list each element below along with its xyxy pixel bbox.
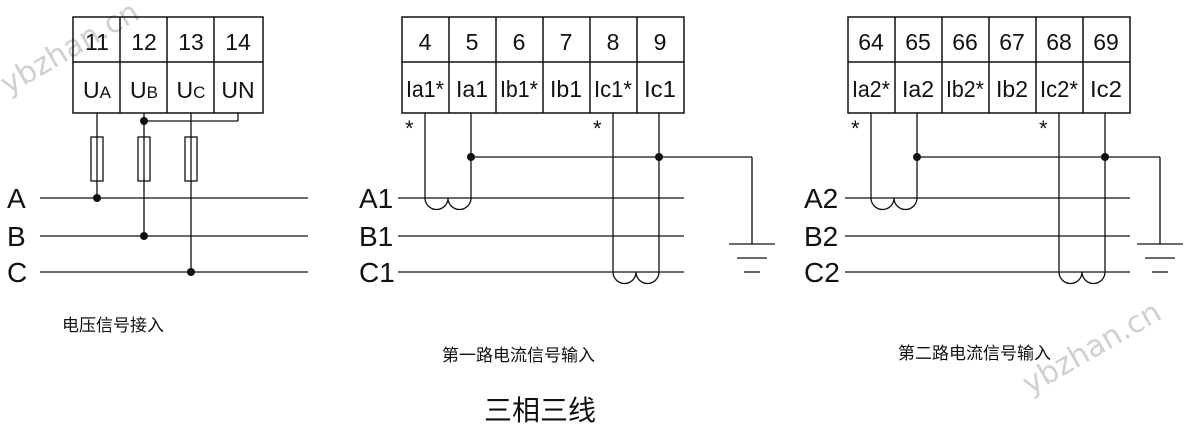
terminal-number: 69	[1093, 29, 1119, 55]
terminal-label: Ia1	[456, 76, 488, 102]
terminal-number: 64	[858, 29, 884, 55]
junction-dot	[467, 153, 475, 161]
diagram-title: 三相三线	[484, 394, 596, 427]
polarity-mark: *	[1039, 116, 1048, 141]
terminal-number: 12	[131, 29, 157, 55]
ground-icon	[1137, 243, 1183, 273]
phase-label: B1	[359, 221, 393, 252]
current-wiring-1: A1 B1 C1	[359, 113, 775, 288]
polarity-mark: *	[405, 116, 414, 141]
terminal-number: 9	[654, 29, 667, 55]
phase-label: A2	[804, 183, 838, 214]
terminal-number: 7	[560, 29, 573, 55]
terminal-label: UC	[177, 77, 206, 103]
terminal-number: 14	[225, 29, 251, 55]
voltage-wiring: A B C	[7, 113, 308, 288]
terminal-label: Ia2	[902, 76, 934, 102]
terminal-number: 13	[178, 29, 204, 55]
voltage-terminal-block: 11 12 13 14 UA UB UC UN	[72, 16, 264, 114]
terminal-label: Ic1*	[594, 76, 632, 102]
terminal-label: Ia1*	[406, 76, 444, 102]
terminal-label: UA	[83, 77, 112, 103]
terminal-number: 5	[466, 29, 479, 55]
phase-label: A	[7, 183, 26, 214]
terminal-label: Ib1	[550, 76, 582, 102]
terminal-number: 11	[85, 29, 109, 55]
polarity-mark: *	[593, 116, 602, 141]
terminal-number: 8	[607, 29, 620, 55]
junction-dot	[93, 194, 101, 202]
current-1-caption: 第一路电流信号输入	[442, 346, 595, 366]
terminal-number: 6	[513, 29, 526, 55]
current-terminal-block-1: 4 5 6 7 8 9 Ia1* Ia1 Ib1* Ib1 Ic1* Ic1	[401, 16, 685, 114]
current-transformer-icon	[870, 113, 918, 211]
junction-dot	[140, 232, 148, 240]
junction-dot	[187, 268, 195, 276]
terminal-label: Ic1	[644, 76, 676, 102]
terminal-label: Ib2*	[946, 76, 984, 102]
phase-label: B	[7, 221, 26, 252]
current-transformer-icon	[612, 113, 660, 285]
phase-label: C2	[804, 257, 840, 288]
junction-dot	[913, 153, 921, 161]
terminal-label: Ic2	[1090, 76, 1122, 102]
junction-dot	[655, 153, 663, 161]
terminal-label: Ia2*	[852, 76, 890, 102]
phase-label: C	[7, 257, 27, 288]
current-transformer-icon	[424, 113, 472, 211]
terminal-label: Ib2	[996, 76, 1028, 102]
terminal-number: 67	[999, 29, 1025, 55]
terminal-number: 65	[905, 29, 931, 55]
terminal-label: Ic2*	[1040, 76, 1078, 102]
current-2-caption: 第二路电流信号输入	[898, 344, 1051, 364]
voltage-caption: 电压信号接入	[62, 316, 164, 336]
terminal-label: UB	[130, 77, 158, 103]
terminal-label: UN	[221, 77, 254, 103]
current-terminal-block-2: 64 65 66 67 68 69 Ia2* Ia2 Ib2* Ib2 Ic2*…	[847, 16, 1131, 114]
junction-dot	[1101, 153, 1109, 161]
voltage-terminal-frame	[72, 16, 264, 114]
phase-label: C1	[359, 257, 395, 288]
phase-label: B2	[804, 221, 838, 252]
phase-label: A1	[359, 183, 393, 214]
terminal-number: 66	[952, 29, 978, 55]
polarity-mark: *	[851, 116, 860, 141]
current-transformer-icon	[1058, 113, 1106, 285]
terminal-number: 68	[1046, 29, 1072, 55]
current-wiring-2: A2 B2 C2	[804, 113, 1183, 288]
ground-icon	[729, 243, 775, 273]
terminal-label: Ib1*	[500, 76, 538, 102]
terminal-number: 4	[419, 29, 432, 55]
